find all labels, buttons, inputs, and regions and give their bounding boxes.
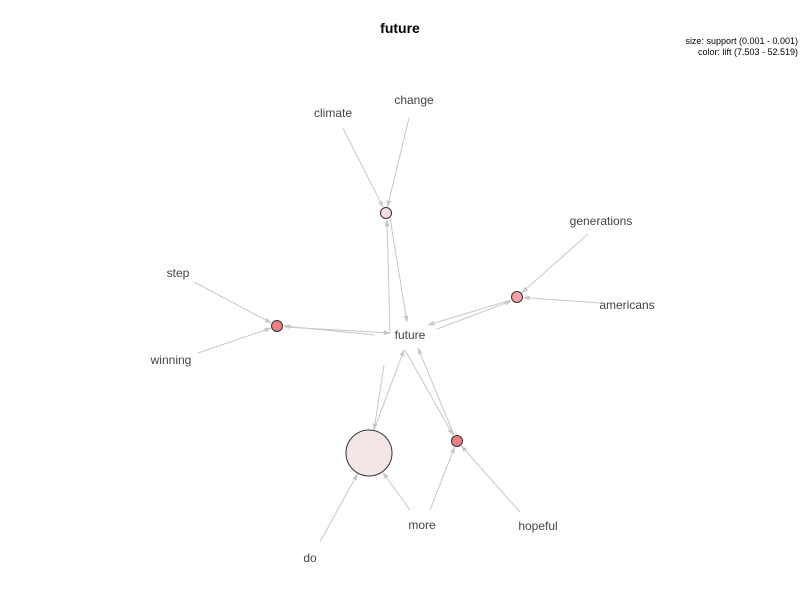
item-label-future[interactable]: future [395, 328, 426, 342]
rule-climate-change-node[interactable] [380, 207, 392, 219]
item-label-generations[interactable]: generations [570, 214, 633, 228]
rule-do-more-edge-from-more [382, 471, 411, 511]
rule-generations-americans-edge-back [436, 300, 512, 330]
rule-do-more-edge-to-future [373, 349, 405, 431]
rule-generations-americans-edge-from-generations [521, 233, 589, 294]
rule-climate-change-edge-to-future [389, 217, 409, 323]
rule-climate-change-edge-back [384, 219, 391, 335]
item-label-step[interactable]: step [167, 266, 190, 280]
rule-step-winning-edge-from-winning [197, 327, 272, 354]
legend: size: support (0.001 - 0.001) color: lif… [685, 36, 798, 58]
graph-title: future [380, 20, 420, 36]
item-label-do[interactable]: do [303, 551, 317, 565]
rule-step-winning-edge-from-step [193, 281, 272, 324]
rule-climate-change-edge-from-climate [342, 127, 384, 208]
item-label-winning[interactable]: winning [150, 353, 192, 367]
rule-more-hopeful-edge-from-more [429, 446, 456, 511]
rule-step-winning-node[interactable] [271, 320, 283, 332]
item-labels: climate change generations americans step win… [150, 93, 655, 565]
edges [193, 117, 601, 543]
rule-generations-americans-edge-from-americans [522, 295, 601, 304]
legend-color: color: lift (7.503 - 52.519) [697, 47, 798, 57]
rule-do-more-edge-from-do [319, 473, 358, 543]
item-label-hopeful[interactable]: hopeful [518, 519, 557, 533]
rule-climate-change-edge-from-change [386, 117, 410, 208]
item-label-more[interactable]: more [408, 518, 436, 532]
item-label-climate[interactable]: climate [314, 106, 352, 120]
legend-size: size: support (0.001 - 0.001) [685, 36, 798, 46]
rule-do-more-edge-back [372, 364, 385, 431]
rule-generations-americans-node[interactable] [511, 291, 523, 303]
rule-generations-americans-edge-to-future [427, 299, 512, 326]
rule-do-more-node[interactable] [345, 429, 393, 477]
rule-nodes [271, 207, 523, 477]
rule-more-hopeful-edge-back [404, 349, 454, 436]
rule-more-hopeful-edge-from-hopeful [460, 445, 521, 513]
item-label-change[interactable]: change [394, 93, 434, 107]
item-label-americans[interactable]: americans [599, 298, 654, 312]
rule-more-hopeful-node[interactable] [451, 435, 463, 447]
rule-step-winning-edge-back [283, 324, 376, 336]
rule-more-hopeful-edge-to-future [417, 347, 455, 436]
